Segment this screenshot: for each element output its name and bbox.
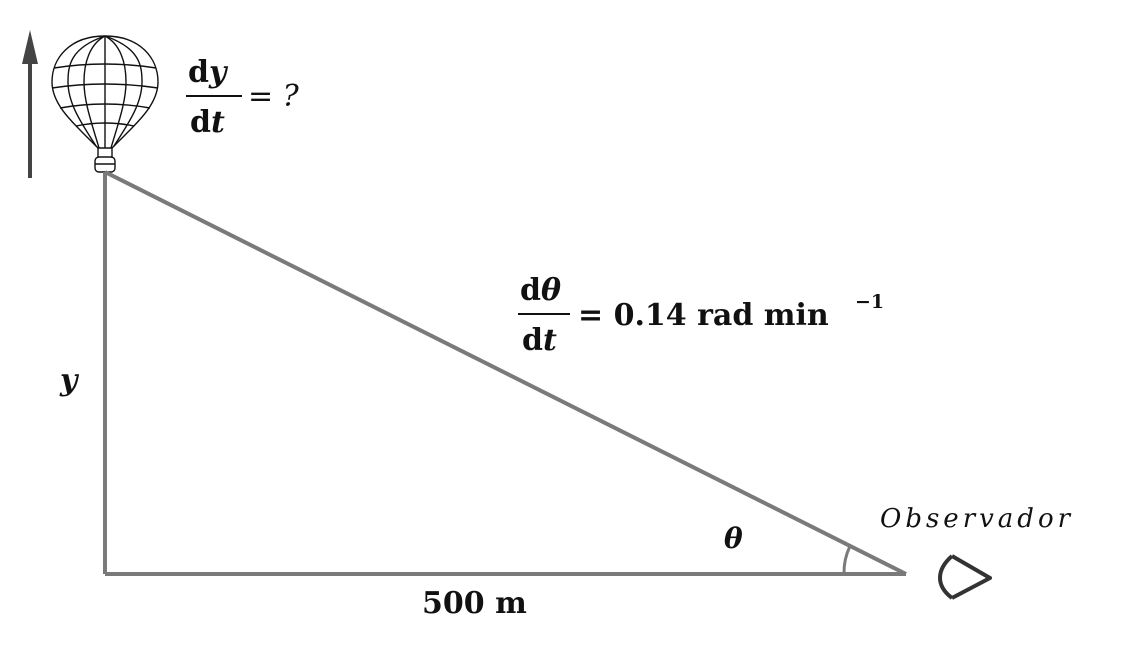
angle-arc <box>842 545 852 575</box>
angle-label: θ <box>724 522 743 555</box>
svg-text:dt: dt <box>190 105 225 140</box>
balloon-rate-fraction: dy dt = ? <box>186 55 300 140</box>
right-triangle <box>103 170 907 576</box>
svg-text:−1: −1 <box>855 291 884 313</box>
observer-eye-icon <box>938 554 992 600</box>
svg-text:dθ: dθ <box>520 273 561 308</box>
svg-text:= ?: = ? <box>248 79 300 114</box>
svg-text:dy: dy <box>188 55 229 90</box>
hypotenuse <box>104 170 907 576</box>
height-label: y <box>59 363 80 398</box>
base-label: 500 m <box>422 586 527 621</box>
hot-air-balloon-icon <box>51 35 159 173</box>
angle-rate-fraction: dθ dt = 0.14 rad min −1 <box>518 273 884 358</box>
svg-text:dt: dt <box>522 323 557 358</box>
svg-text:= 0.14 rad min: = 0.14 rad min <box>578 298 829 333</box>
up-arrow-icon <box>22 30 38 178</box>
observer-label: Observador <box>880 504 1074 534</box>
